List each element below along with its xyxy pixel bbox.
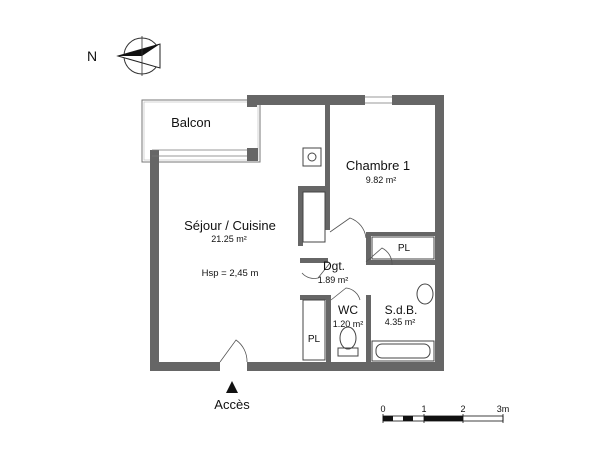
room-sdb-area: 4.35 m² [385,317,416,327]
doors [219,217,393,363]
toilet-icon [339,326,357,350]
compass: N [87,36,161,76]
scale-tick-3m: 3m [497,404,510,414]
placard-wc-label: PL [308,334,321,345]
sink-icon [302,147,322,167]
scale-tick-2: 2 [460,404,465,414]
scale-tick-1: 1 [421,404,426,414]
windows [152,96,392,157]
walls [150,95,444,371]
ceiling-height-note: Hsp = 2,45 m [202,268,259,279]
entrance-arrow-icon [226,381,238,393]
room-dgt-name: Dgt. [323,259,345,273]
room-sejour-name: Séjour / Cuisine [184,218,276,233]
fixtures [302,147,435,362]
bathtub-icon [371,340,435,362]
entrance-door [219,339,248,363]
entrance-label: Accès [214,397,250,412]
room-balcon-name: Balcon [171,115,211,130]
room-chambre-name: Chambre 1 [346,158,410,173]
room-wc-name: WC [338,303,358,317]
room-wc-area: 1.20 m² [333,319,364,329]
placard-chambre-label: PL [398,243,411,254]
washbasin-icon [416,283,434,305]
room-dgt-area: 1.89 m² [318,275,349,285]
north-label: N [87,48,97,64]
north-arrow-fill-icon [118,44,160,56]
scale-tick-0: 0 [380,404,385,414]
room-sejour-area: 21.25 m² [211,234,247,244]
room-chambre-area: 9.82 m² [366,175,397,185]
room-sdb-name: S.d.B. [385,303,418,317]
balcony [141,99,261,163]
room-labels: Balcon Séjour / Cuisine 21.25 m² Hsp = 2… [171,115,417,345]
entrance-marker: Accès [214,381,250,412]
scale-bar: 0 1 2 3m [380,404,509,423]
